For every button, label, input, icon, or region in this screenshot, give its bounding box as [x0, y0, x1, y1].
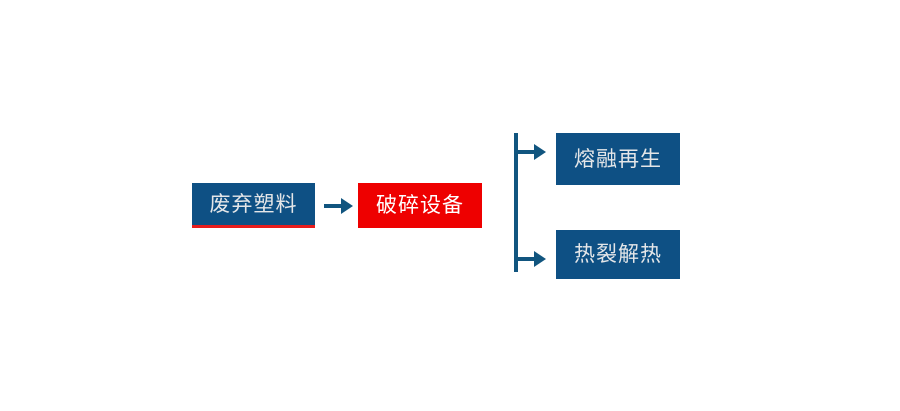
node-pyrolysis-heat-label: 热裂解热	[574, 243, 662, 266]
node-melt-regeneration[interactable]: 熔融再生	[556, 133, 680, 185]
arrow-right-icon-branch-bottom	[516, 251, 546, 267]
node-waste-plastic-label: 废弃塑料	[209, 192, 298, 216]
node-crushing-equipment[interactable]: 破碎设备	[358, 183, 482, 228]
node-melt-regeneration-label: 熔融再生	[574, 147, 662, 171]
node-waste-plastic[interactable]: 废弃塑料	[192, 183, 315, 228]
node-pyrolysis-heat[interactable]: 热裂解热	[556, 230, 680, 279]
arrow-right-icon-branch-top	[516, 144, 546, 160]
arrow-right-icon-waste-to-crusher	[324, 198, 353, 214]
node-crushing-equipment-label: 破碎设备	[376, 194, 464, 217]
